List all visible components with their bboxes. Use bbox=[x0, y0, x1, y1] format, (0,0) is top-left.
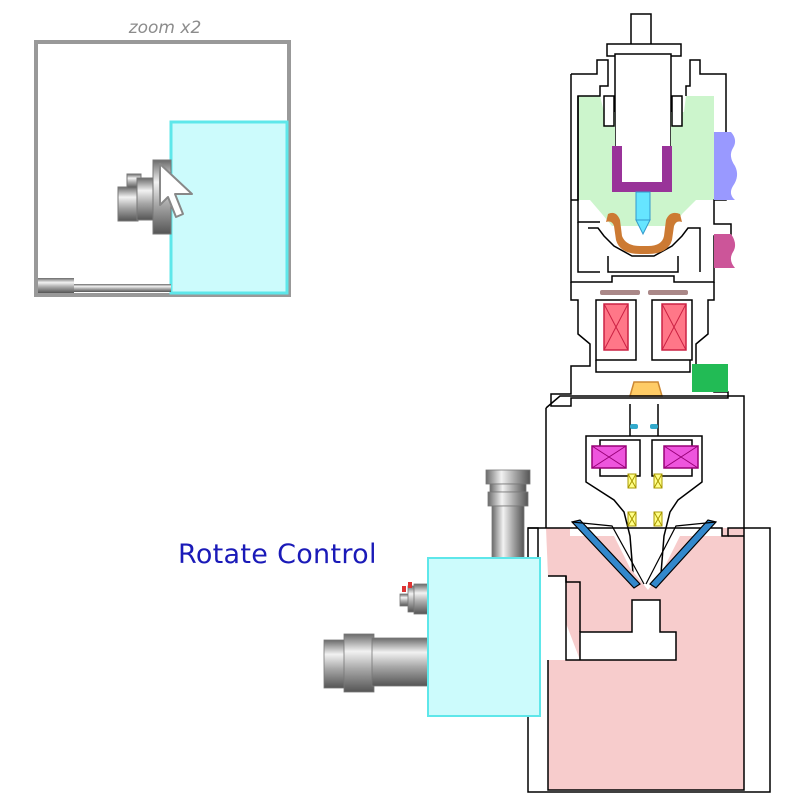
objective-coils bbox=[591, 445, 699, 469]
anode-left bbox=[600, 290, 640, 295]
port-magenta bbox=[714, 234, 736, 268]
gun-chamber-fill bbox=[578, 96, 714, 226]
specimen-chamber bbox=[527, 527, 771, 793]
port-blue bbox=[714, 132, 738, 200]
condenser-coils bbox=[603, 303, 687, 351]
beam-dash-left bbox=[630, 424, 638, 429]
zoom-label: zoom x2 bbox=[128, 18, 202, 38]
aperture bbox=[629, 381, 663, 397]
stigmator-coils bbox=[627, 473, 663, 527]
anode-right bbox=[648, 290, 688, 295]
electron-gun bbox=[570, 13, 732, 283]
pole-piece-left bbox=[570, 519, 641, 589]
zoom-panel bbox=[34, 40, 291, 297]
cursor-arrow-icon bbox=[159, 163, 193, 218]
zoom-rotate-control-highlight bbox=[169, 120, 289, 295]
rotate-control-label: Rotate Control bbox=[178, 539, 377, 570]
beam-dash-right bbox=[650, 424, 658, 429]
cathode-holder bbox=[612, 146, 672, 192]
vertical-steel-port bbox=[485, 469, 531, 559]
horizontal-steel-port bbox=[323, 633, 429, 693]
rotate-knob-icon bbox=[399, 582, 429, 615]
wehnelt bbox=[606, 212, 682, 254]
rotate-control-highlight[interactable] bbox=[427, 557, 541, 717]
objective-column bbox=[545, 395, 745, 593]
pole-piece-right bbox=[649, 519, 718, 589]
port-green bbox=[692, 364, 728, 392]
zoom-shaft bbox=[38, 278, 171, 293]
filament bbox=[635, 191, 651, 221]
